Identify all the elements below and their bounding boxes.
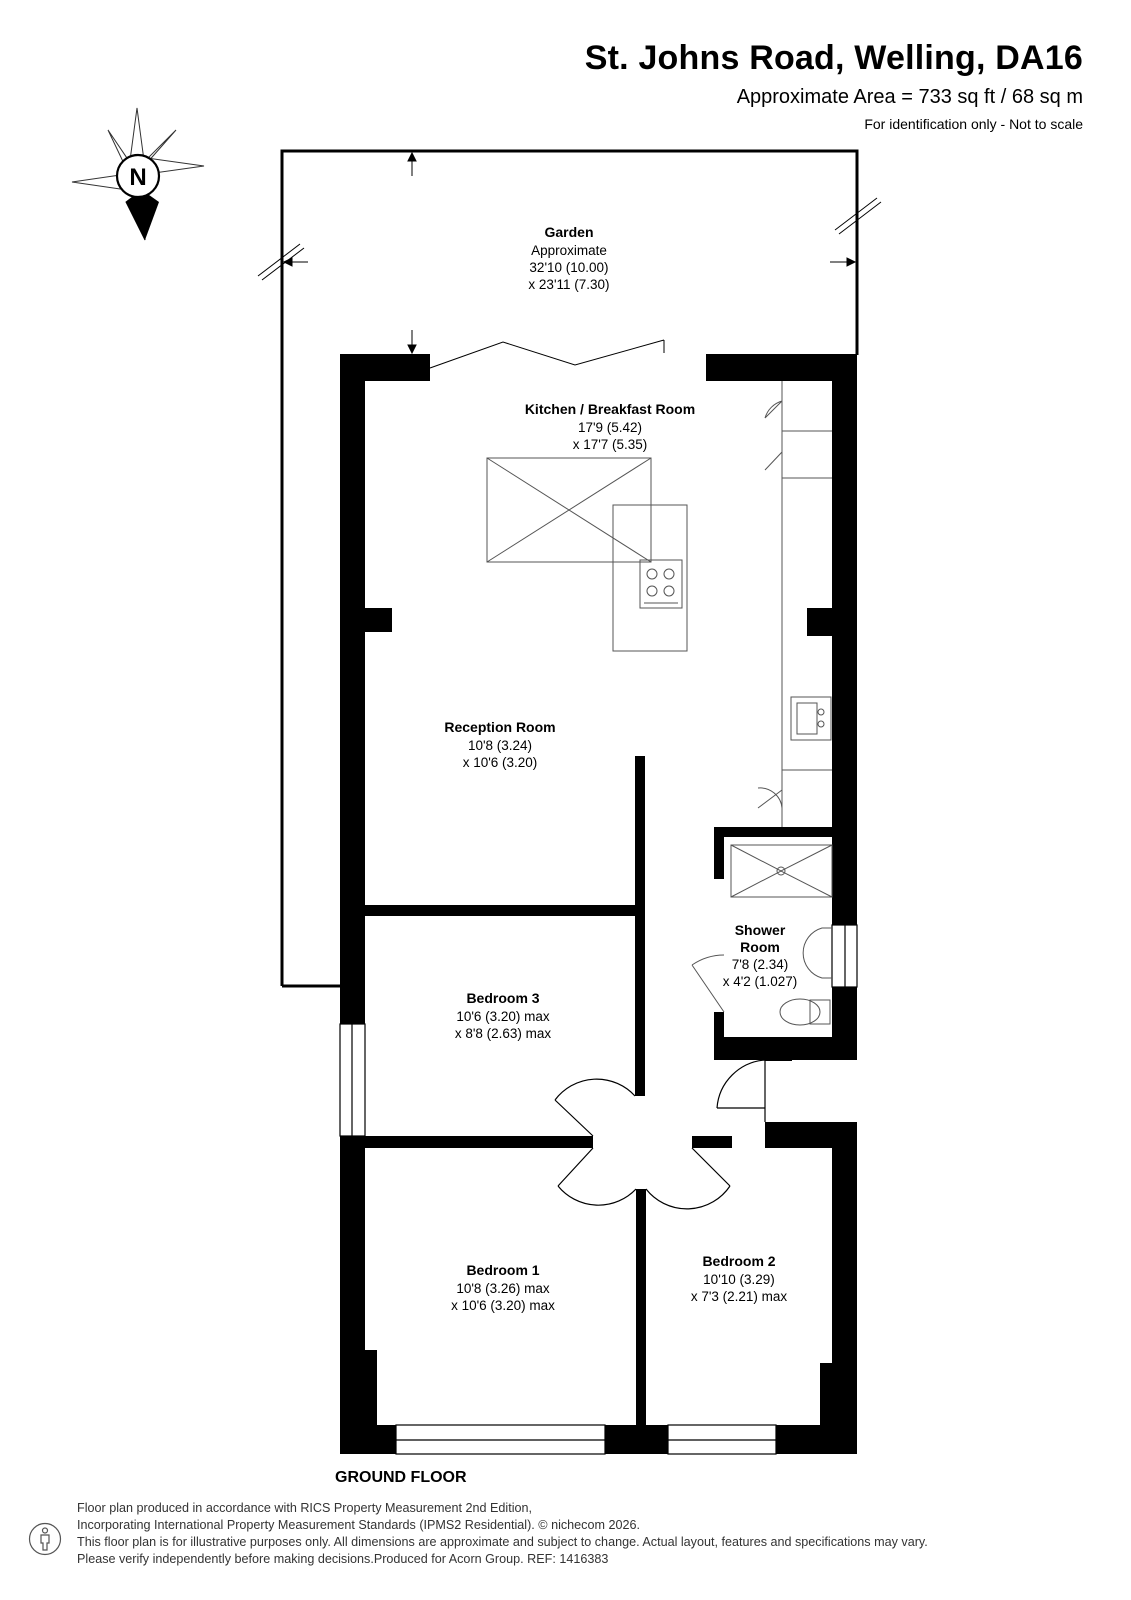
bedroom3-label: Bedroom 3 10'6 (3.20) max x 8'8 (2.63) m… [455,990,552,1041]
svg-text:x 10'6 (3.20) max: x 10'6 (3.20) max [451,1298,555,1313]
svg-text:Kitchen / Breakfast Room: Kitchen / Breakfast Room [525,401,695,417]
kitchen-label: Kitchen / Breakfast Room 17'9 (5.42) x 1… [525,401,695,452]
svg-text:Reception Room: Reception Room [444,719,555,735]
footer-line: This floor plan is for illustrative purp… [77,1535,928,1549]
garden-outline [257,149,882,988]
footer-line: Floor plan produced in accordance with R… [77,1501,533,1515]
svg-text:7'8 (2.34): 7'8 (2.34) [732,957,789,972]
person-scale-icon [28,1522,62,1556]
footer-line: Incorporating International Property Mea… [77,1518,640,1532]
svg-text:x 7'3 (2.21) max: x 7'3 (2.21) max [691,1289,788,1304]
svg-text:10'8 (3.26) max: 10'8 (3.26) max [456,1281,550,1296]
skylight [486,457,652,563]
compass-north-icon: N [71,107,205,241]
footer-line: Please verify independently before makin… [77,1552,609,1566]
footer-disclaimer: Floor plan produced in accordance with R… [77,1500,1077,1568]
walls [340,354,857,1454]
svg-text:10'6 (3.20) max: 10'6 (3.20) max [456,1009,550,1024]
svg-text:x 17'7 (5.35): x 17'7 (5.35) [573,437,648,452]
svg-text:Bedroom 2: Bedroom 2 [702,1253,775,1269]
svg-text:10'10 (3.29): 10'10 (3.29) [703,1272,775,1287]
room-labels: Garden Approximate 32'10 (10.00) x 23'11… [444,224,797,1313]
approximate-area: Approximate Area = 733 sq ft / 68 sq m [736,86,1083,108]
svg-text:Shower: Shower [735,922,786,938]
bedroom2-label: Bedroom 2 10'10 (3.29) x 7'3 (2.21) max [691,1253,788,1304]
svg-text:Room: Room [740,939,780,955]
garden-label: Garden Approximate 32'10 (10.00) x 23'11… [528,224,609,292]
svg-text:Approximate: Approximate [531,243,607,258]
windows [339,924,858,1455]
header: St. Johns Road, Welling, DA16 Approximat… [585,38,1083,134]
scale-note: For identification only - Not to scale [864,116,1083,132]
floor-label: GROUND FLOOR [335,1469,467,1486]
svg-text:17'9 (5.42): 17'9 (5.42) [578,420,642,435]
property-title: St. Johns Road, Welling, DA16 [584,39,1083,77]
svg-text:x 10'6 (3.20): x 10'6 (3.20) [463,755,538,770]
bedroom1-label: Bedroom 1 10'8 (3.26) max x 10'6 (3.20) … [451,1262,555,1313]
svg-text:Garden: Garden [544,224,593,240]
kitchen-units [757,381,832,827]
shower-label: Shower Room 7'8 (2.34) x 4'2 (1.027) [723,922,798,989]
shower-fixtures [691,844,833,1026]
kitchen-island [612,504,688,652]
kitchen-sink [790,696,832,741]
hall-doors [554,1059,766,1210]
svg-text:32'10 (10.00): 32'10 (10.00) [529,260,608,275]
svg-text:x 4'2 (1.027): x 4'2 (1.027) [723,974,798,989]
reception-label: Reception Room 10'8 (3.24) x 10'6 (3.20) [444,719,555,770]
bifold-doors [429,339,665,369]
svg-text:Bedroom 1: Bedroom 1 [466,1262,539,1278]
svg-text:Bedroom 3: Bedroom 3 [466,990,539,1006]
svg-text:x 8'8 (2.63) max: x 8'8 (2.63) max [455,1026,552,1041]
svg-text:x 23'11 (7.30): x 23'11 (7.30) [528,277,609,292]
compass-letter: N [129,164,146,191]
svg-text:10'8 (3.24): 10'8 (3.24) [468,738,532,753]
